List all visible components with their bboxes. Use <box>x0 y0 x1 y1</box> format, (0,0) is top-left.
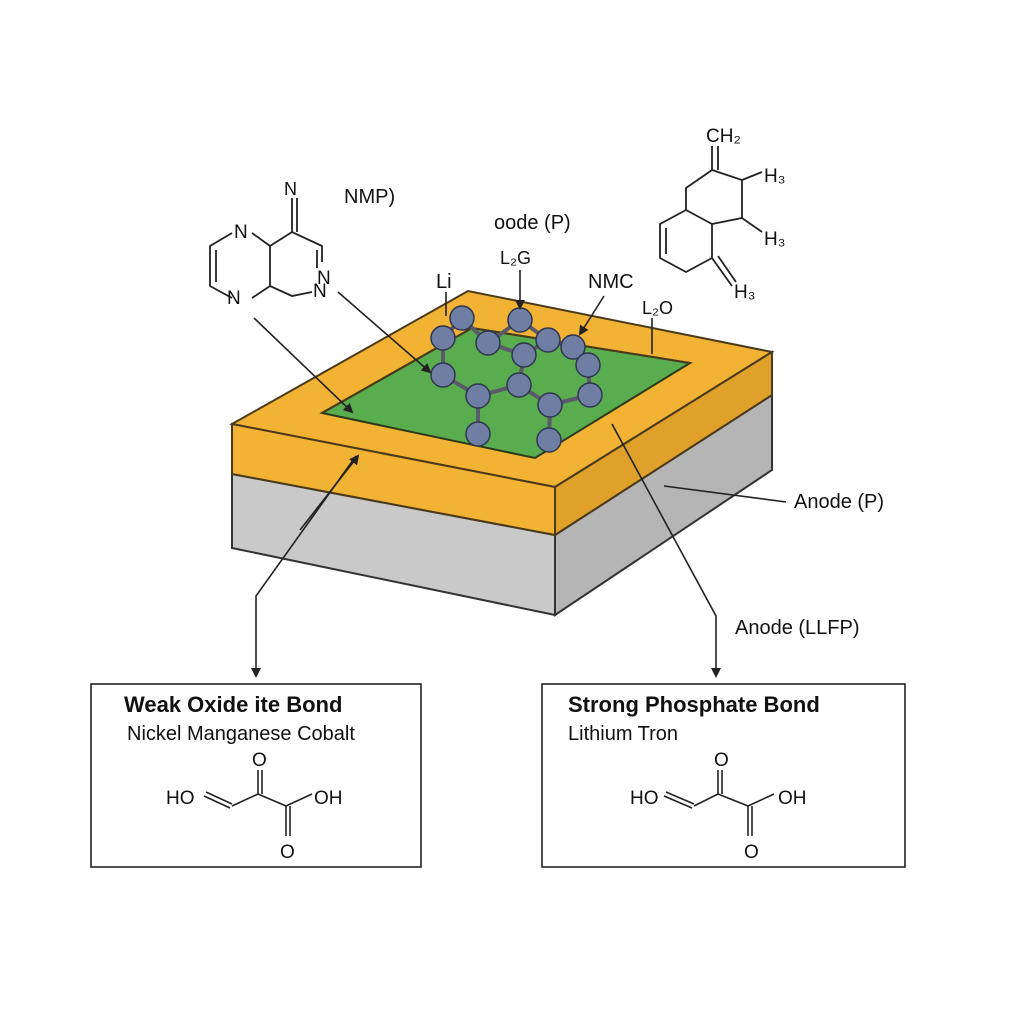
anode-p-leader <box>663 485 787 503</box>
right-box-arrow <box>611 423 721 678</box>
left-box-arrow-up <box>299 454 360 531</box>
nmp-molecule-structure <box>209 198 323 299</box>
right-molecule-h3-a: H₃ <box>764 166 785 187</box>
anode-p-label: Anode (P) <box>794 491 884 513</box>
weak-oxide-bond-title: Weak Oxide ite Bond <box>124 692 342 717</box>
strong-phosphate-bond-box: Strong Phosphate Bond Lithium Tron HO OH… <box>541 683 906 868</box>
li-label: Li <box>436 271 452 293</box>
strong-phosphate-bond-title: Strong Phosphate Bond <box>568 692 820 717</box>
right-o-top-label: O <box>714 750 729 771</box>
nmp-top-n-label: N <box>284 179 297 199</box>
nmc-label: NMC <box>588 271 634 293</box>
nmp-to-surface-arrow-a <box>253 317 354 414</box>
l2o-label: L₂O <box>642 298 673 318</box>
nmp-atom-n1: N <box>234 222 248 243</box>
nmp-to-surface-arrow-b <box>337 291 432 374</box>
nmp-atom-n4: N <box>313 281 327 302</box>
oxalic-structure-right <box>663 770 775 836</box>
left-o-bottom-label: O <box>280 842 295 863</box>
left-o-top-label: O <box>252 750 267 771</box>
surface-molecule <box>430 305 603 453</box>
nmc-full-name: Nickel Manganese Cobalt <box>127 723 355 745</box>
right-molecule-h3-b: H₃ <box>764 229 785 250</box>
weak-oxide-bond-box: Weak Oxide ite Bond Nickel Manganese Cob… <box>90 683 422 868</box>
right-molecule-ch2: CH₂ <box>706 126 741 147</box>
anode-lfp-label: Anode (LLFP) <box>735 617 860 639</box>
right-o-bottom-label: O <box>744 842 759 863</box>
right-oh-label: OH <box>778 788 807 809</box>
left-box-arrow <box>251 455 357 678</box>
nmp-atom-n2: N <box>227 288 241 309</box>
left-oh-label: OH <box>314 788 343 809</box>
frame-side-face <box>554 350 773 537</box>
right-ho-label: HO <box>630 788 659 809</box>
oxalic-structure-left <box>203 770 313 836</box>
oode-label: oode (P) <box>494 212 571 234</box>
leader-lines <box>251 270 787 678</box>
nmp-label: NMP) <box>344 186 395 208</box>
right-molecule-structure <box>659 146 763 287</box>
left-ho-label: HO <box>166 788 195 809</box>
right-molecule-h3-c: H₃ <box>734 282 755 303</box>
nmp-atom-n3: N <box>317 268 331 289</box>
l2g-label: L₂G <box>500 248 531 268</box>
nmc-leader <box>578 295 605 336</box>
lfp-full-name: Lithium Tron <box>568 723 678 745</box>
molecule-atoms <box>430 305 603 453</box>
